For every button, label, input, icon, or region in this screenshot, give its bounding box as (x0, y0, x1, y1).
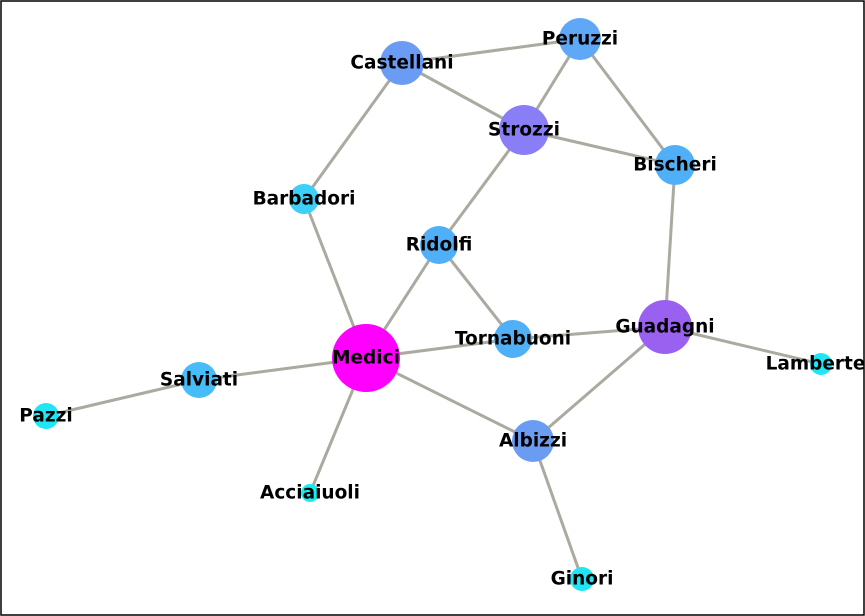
node-label-ginori: Ginori (551, 569, 614, 590)
node-ridolfi (420, 226, 458, 264)
node-barbadori (289, 184, 319, 214)
node-bischeri (655, 145, 695, 185)
node-acciaiuoli (301, 484, 319, 502)
node-ginori (570, 567, 594, 591)
node-strozzi (499, 105, 549, 155)
edge-guadagni-albizzi (532, 325, 666, 443)
node-lambertes (810, 353, 832, 375)
node-label-bischeri: Bischeri (633, 155, 717, 176)
node-label-barbadori: Barbadori (253, 189, 356, 210)
edge-peruzzi-bischeri (578, 38, 677, 166)
node-pazzi (33, 403, 59, 429)
node-guadagni (638, 300, 692, 354)
edge-bischeri-guadagni (663, 164, 677, 328)
node-salviati (181, 362, 217, 398)
node-label-acciaiuoli: Acciaiuoli (260, 483, 360, 504)
edge-castellani-peruzzi (401, 37, 581, 65)
node-label-ridolfi: Ridolfi (406, 235, 473, 256)
node-tornabuoni (494, 320, 532, 358)
node-label-albizzi: Albizzi (499, 431, 567, 452)
node-castellani (380, 41, 424, 85)
edge-castellani-barbadori (302, 62, 404, 200)
edges-layer (45, 37, 822, 580)
node-label-medici: Medici (332, 348, 400, 369)
node-label-castellani: Castellani (350, 53, 453, 74)
node-label-strozzi: Strozzi (488, 120, 560, 141)
edge-albizzi-ginori (531, 440, 584, 580)
nodes-layer (33, 18, 832, 591)
node-label-peruzzi: Peruzzi (542, 29, 618, 50)
node-label-salviati: Salviati (160, 370, 238, 391)
node-albizzi (512, 420, 554, 462)
node-medici (332, 324, 400, 392)
node-label-lambertes: Lambertes (766, 354, 865, 375)
node-label-guadagni: Guadagni (615, 317, 714, 338)
edge-ridolfi-tornabuoni (437, 244, 515, 340)
node-peruzzi (559, 18, 601, 60)
edge-strozzi-bischeri (523, 128, 676, 167)
edge-salviati-pazzi (45, 378, 200, 418)
node-label-pazzi: Pazzi (19, 406, 72, 427)
node-label-tornabuoni: Tornabuoni (455, 329, 571, 350)
